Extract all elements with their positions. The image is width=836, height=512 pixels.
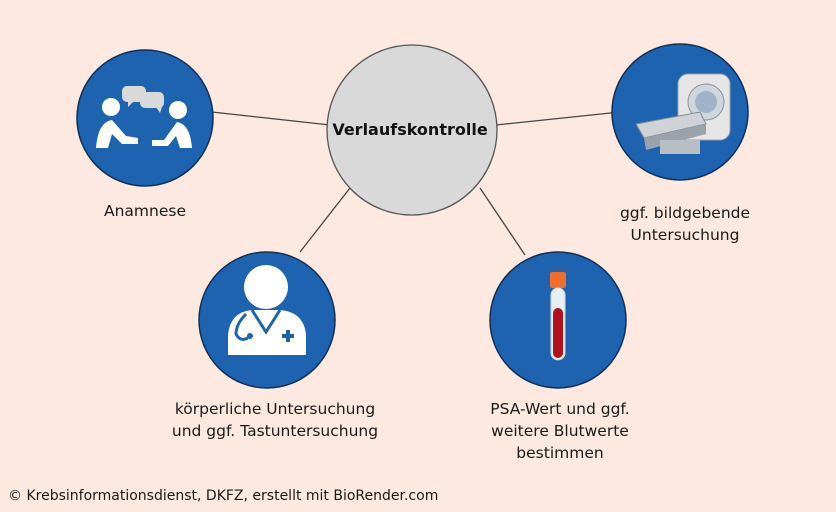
copyright-credit: © Krebsinformationsdienst, DKFZ, erstell… xyxy=(8,488,439,504)
label-psa: PSA-Wert und ggf. weitere Blutwerte best… xyxy=(490,400,630,462)
connector-bildgebung xyxy=(495,111,621,126)
node-koerperlich xyxy=(198,251,336,389)
doctor-icon xyxy=(228,265,306,355)
label-bildgebung: ggf. bildgebende Untersuchung xyxy=(619,204,751,244)
ct-scanner-icon xyxy=(635,73,731,154)
label-koerperlich: körperliche Untersuchung und ggf. Tastun… xyxy=(171,400,379,440)
center-circle xyxy=(326,44,498,216)
blood-tube-icon xyxy=(550,272,566,361)
conversation-icon xyxy=(96,86,192,148)
center-title: Verlaufskontrolle xyxy=(332,120,488,139)
connector-koerperlich xyxy=(299,187,351,253)
node-anamnese xyxy=(76,49,214,187)
node-psa xyxy=(489,251,627,389)
connector-lines xyxy=(211,111,621,256)
label-anamnese: Anamnese xyxy=(104,202,186,220)
node-bildgebung xyxy=(611,43,749,181)
connector-anamnese xyxy=(211,111,331,126)
connector-psa xyxy=(479,187,526,256)
node-circle xyxy=(76,49,214,187)
